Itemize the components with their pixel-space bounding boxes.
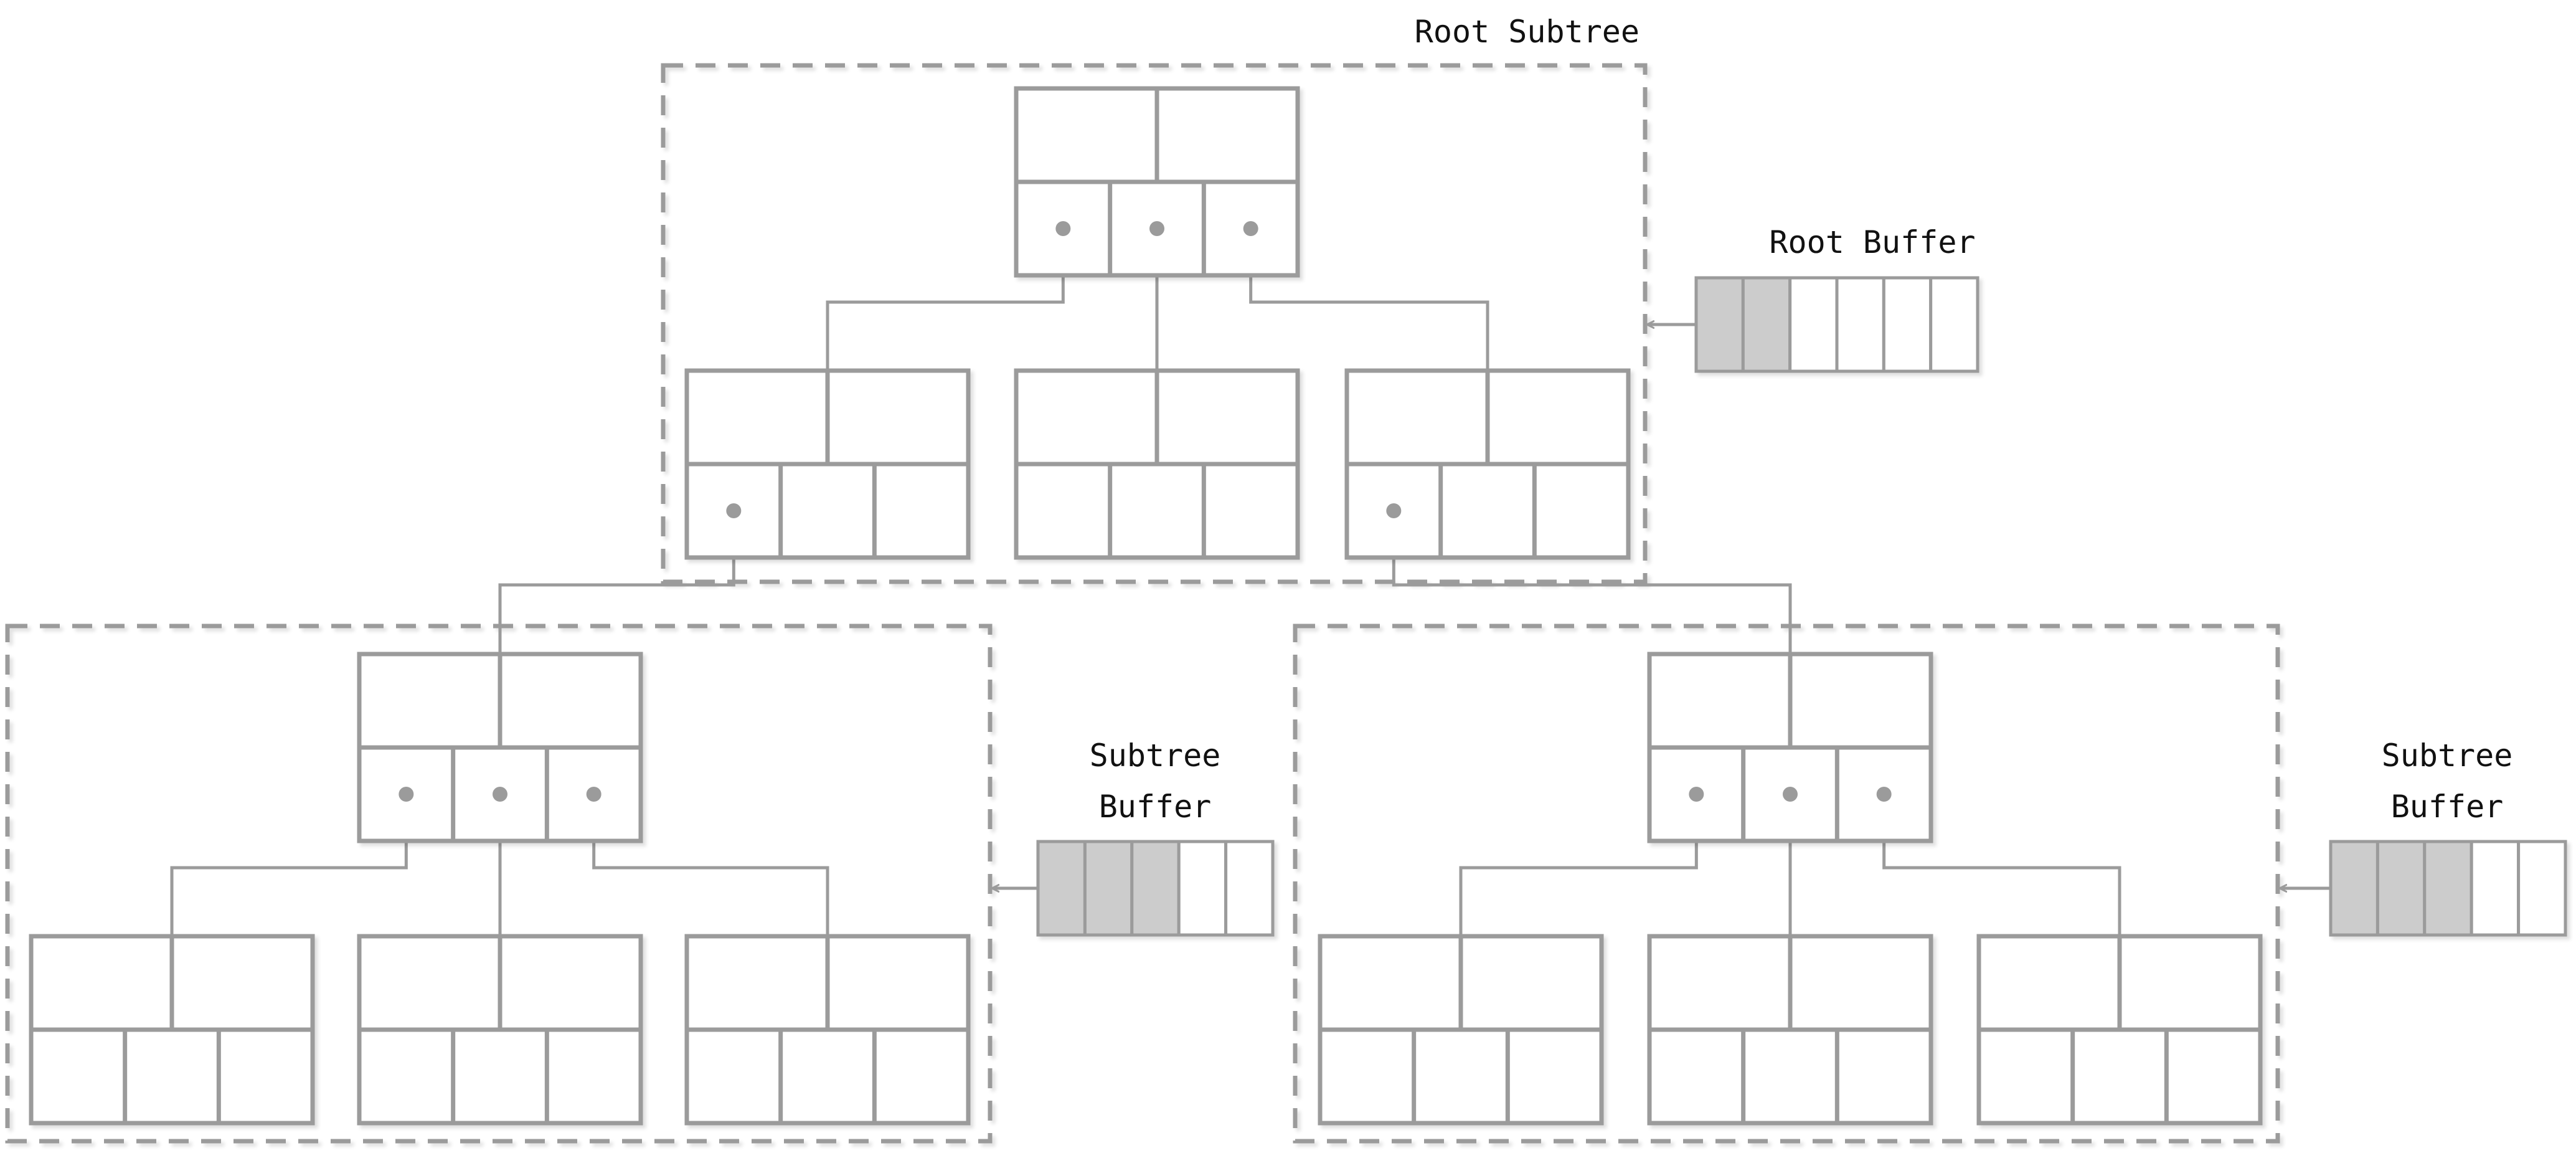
buffer-slot-empty [1929, 276, 1979, 373]
buffer-slot-filled [2423, 840, 2473, 937]
left-subtree-buffer-label-line2: Buffer [1099, 789, 1212, 825]
right-subtree-buffer-label-line1: Subtree [2382, 738, 2513, 774]
right-leaf-3 [1976, 934, 2263, 1126]
buffer-arrows [993, 325, 2329, 888]
buffers [1036, 276, 2567, 937]
pointer-dot [726, 503, 742, 518]
buffer-slot-filled [1036, 840, 1087, 937]
pointer-dot [1689, 787, 1704, 802]
buffer-slot-empty [1882, 276, 1933, 373]
root-child-right [1344, 368, 1631, 560]
pointer-dot [1055, 221, 1071, 236]
right-subtree-buffer [2329, 840, 2567, 937]
buffer-slot-filled [2375, 840, 2427, 937]
tree-nodes [29, 86, 2263, 1126]
buffer-slot-empty [2470, 840, 2521, 937]
root-buffer-label: Root Buffer [1769, 224, 1975, 260]
left-leaf-1 [29, 934, 315, 1126]
buffer-slot-empty [1835, 276, 1885, 373]
pointer-dot [586, 787, 602, 802]
buffer-slot-filled [2329, 840, 2379, 937]
buffer-slot-filled [1741, 276, 1792, 373]
root-subtree-label: Root Subtree [1415, 14, 1639, 50]
left-subtree-buffer-label-line1: Subtree [1090, 738, 1221, 774]
pointer-dot [1386, 503, 1402, 518]
left-leaf-3 [684, 934, 971, 1126]
pointer-dot [1149, 221, 1164, 236]
buffer-slot-empty [1788, 276, 1839, 373]
root-buffer [1694, 276, 1979, 373]
pointer-dot [1876, 787, 1892, 802]
right-leaf-2 [1647, 934, 1933, 1126]
root-subtree-frame [661, 63, 1648, 584]
root-child-mid [1014, 368, 1300, 560]
buffer-slot-filled [1694, 276, 1745, 373]
right-subtree-buffer-label-line2: Buffer [2391, 789, 2504, 825]
buffer-slot-filled [1083, 840, 1134, 937]
pointer-dot [1783, 787, 1798, 802]
right-subtree-frame [1293, 624, 2280, 1144]
left-leaf-2 [357, 934, 643, 1126]
right-leaf-1 [1318, 934, 1604, 1126]
root-child-left [684, 368, 971, 560]
pointer-dot [399, 787, 414, 802]
buffer-slot-empty [1224, 840, 1275, 937]
pointer-dot [493, 787, 507, 802]
root-node [1014, 86, 1300, 278]
left-subtree-buffer [1036, 840, 1275, 937]
right-subtree-root [1647, 652, 1933, 843]
buffer-slot-filled [1130, 840, 1181, 937]
left-subtree-root [357, 652, 643, 843]
pointer-dot [1243, 221, 1258, 236]
buffer-slot-empty [1177, 840, 1228, 937]
buffer-slot-empty [2517, 840, 2567, 937]
